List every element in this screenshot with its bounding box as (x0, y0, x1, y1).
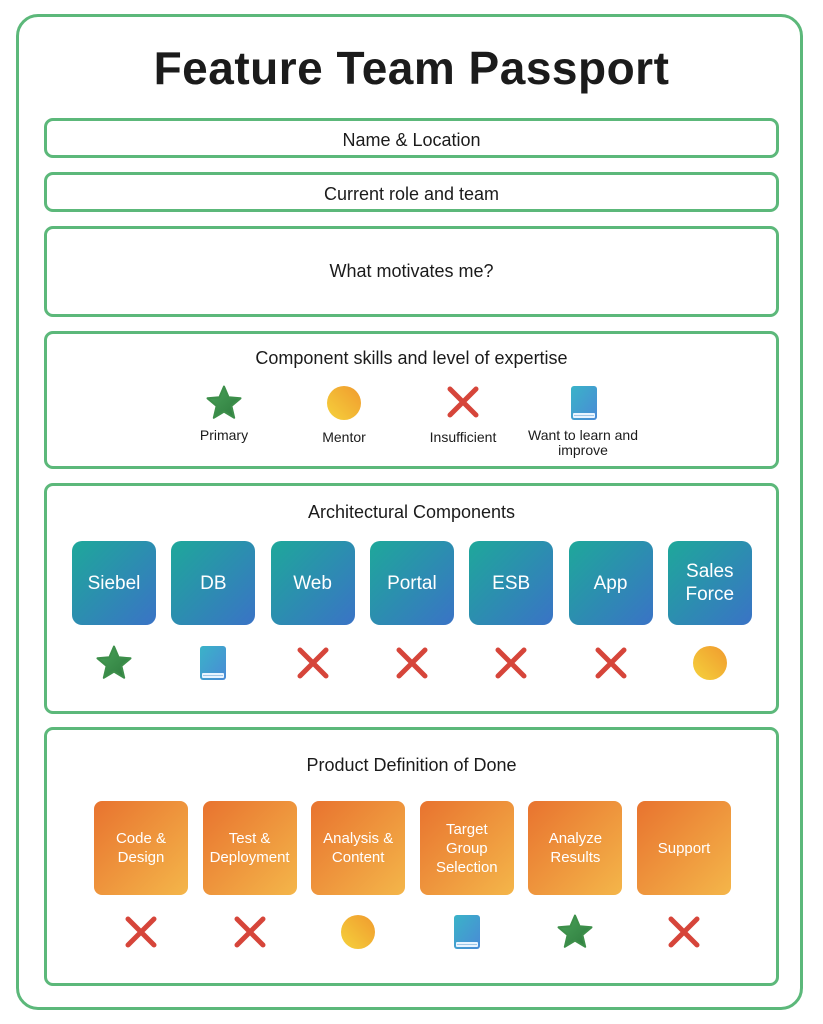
dod-label: Analysis & Content (323, 830, 394, 866)
dod-label: Test & Deployment (209, 830, 290, 866)
dod-tile-analyze-results[interactable]: Analyze Results (528, 801, 623, 895)
x-icon (297, 647, 329, 679)
x-icon (234, 916, 266, 948)
passport-card (16, 14, 803, 1010)
star-icon (206, 385, 242, 419)
component-label: Sales Force (685, 561, 735, 605)
dod-tile-support[interactable]: Support (637, 801, 731, 895)
dod-tile-analysis-content[interactable]: Analysis & Content (311, 801, 406, 895)
dod-tile-code-design[interactable]: Code & Design (94, 801, 188, 895)
book-icon (453, 915, 480, 949)
component-label: Siebel (87, 572, 141, 594)
definition-of-done-heading: Product Definition of Done (306, 755, 517, 775)
definition-of-done-panel: Product Definition of Done Code & Design… (44, 727, 779, 986)
current-role-field[interactable]: Current role and team (44, 172, 779, 212)
component-tile-siebel[interactable]: Siebel (72, 541, 156, 625)
legend-label-want-to-learn: Want to learn and improve (528, 427, 638, 458)
legend-item-insufficient: Insufficient (403, 380, 523, 460)
component-label: DB (200, 572, 227, 594)
circle-icon (341, 915, 376, 949)
star-icon (96, 645, 132, 679)
dod-label: Code & Design (115, 830, 167, 866)
x-icon (495, 647, 527, 679)
legend-label-mentor: Mentor (322, 429, 366, 445)
architecture-heading: Architectural Components (307, 502, 516, 522)
component-label: Web (293, 572, 332, 594)
component-label: ESB (492, 572, 531, 594)
legend-heading: Component skills and level of expertise (255, 348, 568, 368)
component-label: App (593, 572, 628, 594)
circle-icon (692, 646, 727, 680)
page-title: Feature Team Passport (153, 42, 670, 94)
legend-item-want-to-learn: Want to learn and improve (523, 380, 643, 460)
x-icon (125, 916, 157, 948)
motivation-field[interactable]: What motivates me? (44, 226, 779, 317)
dod-tile-target-group-selection[interactable]: Target Group Selection (419, 801, 514, 895)
dod-label: Analyze Results (548, 830, 603, 866)
legend-label-primary: Primary (199, 427, 249, 443)
x-icon (595, 647, 626, 679)
component-tile-db[interactable]: DB (171, 541, 256, 625)
legend-item-mentor: Mentor (284, 380, 404, 460)
x-icon (447, 386, 479, 418)
name-location-field[interactable]: Name & Location (44, 118, 779, 158)
motivation-label: What motivates me? (329, 261, 494, 281)
architecture-panel: Architectural Components Siebel DB Web Po… (44, 483, 779, 714)
book-icon (571, 386, 597, 420)
component-label: Portal (387, 572, 437, 594)
x-icon (396, 647, 428, 679)
component-tile-sales-force[interactable]: Sales Force (667, 541, 752, 625)
legend-item-primary: Primary (164, 380, 284, 460)
legend-label-insufficient: Insufficient (429, 429, 497, 445)
book-icon (200, 646, 227, 680)
dod-label: Target Group Selection (435, 820, 498, 876)
component-tile-app[interactable]: App (568, 541, 653, 625)
component-tile-esb[interactable]: ESB (469, 541, 554, 625)
dod-label: Support (657, 839, 711, 857)
legend-panel: Component skills and level of expertise … (44, 331, 779, 469)
circle-icon (327, 386, 361, 420)
current-role-label: Current role and team (323, 184, 500, 204)
component-tile-portal[interactable]: Portal (369, 541, 454, 625)
component-tile-web[interactable]: Web (270, 541, 355, 625)
name-location-label: Name & Location (342, 130, 481, 150)
dod-tile-test-deployment[interactable]: Test & Deployment (202, 801, 297, 895)
star-icon (557, 914, 593, 948)
x-icon (668, 916, 700, 948)
